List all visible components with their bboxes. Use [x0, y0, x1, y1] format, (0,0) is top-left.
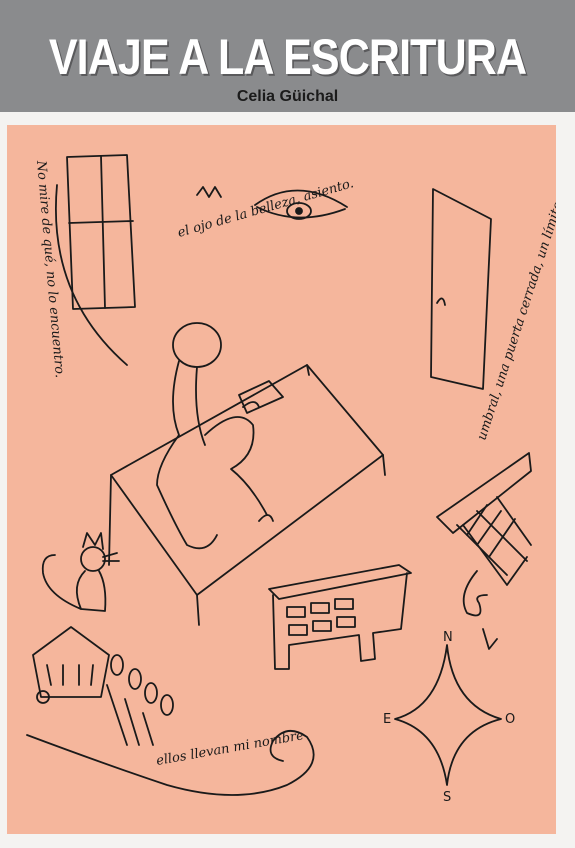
handwriting-left: No mire de qué, no lo encuentro. [33, 159, 67, 379]
handwriting-bottom: ellos llevan mi nombre [155, 728, 305, 769]
door-drawing [430, 188, 492, 390]
window-drawing [55, 154, 136, 366]
compass-west-label: O [505, 712, 515, 727]
compass-south-label: S [443, 790, 451, 805]
crib-drawing [436, 452, 532, 650]
compass-north-label: N [443, 630, 453, 645]
handwriting-right: umbral, una puerta cerrada, un límite, u… [475, 125, 556, 442]
handwriting-top: el ojo de la belleza, asiento. [176, 176, 356, 241]
handwriting-layer: No mire de qué, no lo encuentro. el ojo … [33, 125, 556, 805]
compass-east-label: E [383, 712, 391, 727]
cover-artwork: No mire de qué, no lo encuentro. el ojo … [7, 125, 556, 834]
cat-drawing [41, 532, 120, 612]
eye-drawing [196, 186, 348, 220]
writer-desk-drawing [108, 322, 386, 626]
house-drawing [32, 626, 110, 704]
title-band: VIAJE A LA ESCRITURA Celia Güichal [0, 0, 575, 112]
drawers-drawing [268, 564, 412, 670]
candles-drawing [106, 654, 174, 746]
line-drawing [26, 154, 532, 796]
book-title: VIAJE A LA ESCRITURA [48, 29, 527, 85]
author-name: Celia Güichal [236, 88, 339, 105]
swirl-drawing [26, 730, 315, 796]
compass-drawing [394, 644, 502, 786]
